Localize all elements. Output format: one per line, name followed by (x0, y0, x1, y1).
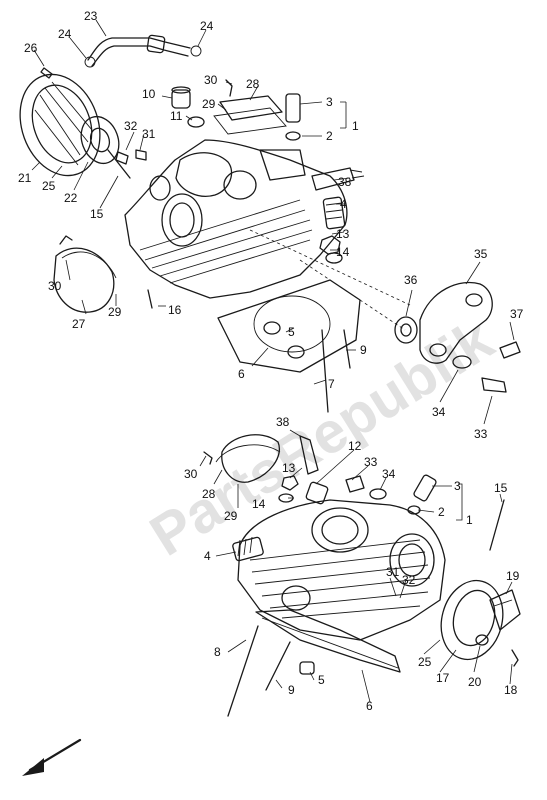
callout-16: 16 (168, 303, 182, 317)
callout-6: 6 (238, 367, 245, 381)
callout-33: 33 (364, 455, 378, 469)
callout-29: 29 (108, 305, 122, 319)
callout-17: 17 (436, 671, 450, 685)
callout-2: 2 (326, 129, 333, 143)
callout-28: 28 (246, 77, 260, 91)
leader-lines (31, 19, 515, 703)
callout-18: 18 (504, 683, 518, 697)
callout-32: 32 (402, 573, 416, 587)
engine-mount-bracket (419, 281, 493, 364)
callout-19: 19 (506, 569, 520, 583)
callout-1: 1 (466, 513, 473, 527)
callout-9: 9 (360, 343, 367, 357)
callout-12: 12 (348, 439, 362, 453)
callout-32: 32 (124, 119, 138, 133)
callout-23: 23 (84, 9, 98, 23)
side-cover (53, 247, 115, 313)
right-valve-cover (440, 579, 504, 661)
callout-25: 25 (418, 655, 432, 669)
callout-14: 14 (252, 497, 266, 511)
callout-29: 29 (224, 509, 238, 523)
callout-24: 24 (200, 19, 214, 33)
callout-2: 2 (438, 505, 445, 519)
callout-5: 5 (288, 325, 295, 339)
callout-4: 4 (340, 197, 347, 211)
callout-20: 20 (468, 675, 482, 689)
callout-9: 9 (288, 683, 295, 697)
callout-34: 34 (432, 405, 446, 419)
callout-30: 30 (204, 73, 218, 87)
rear-valve-cover (221, 434, 280, 483)
callout-5: 5 (318, 673, 325, 687)
callout-29: 29 (202, 97, 216, 111)
callout-22: 22 (64, 191, 78, 205)
rear-head-gasket (255, 609, 401, 673)
callout-3: 3 (326, 95, 333, 109)
callout-6: 6 (366, 699, 373, 713)
callout-24: 24 (58, 27, 72, 41)
callout-38: 38 (338, 175, 352, 189)
callout-25: 25 (42, 179, 56, 193)
front-cylinder-head (124, 139, 348, 299)
callout-26: 26 (24, 41, 38, 55)
callout-30: 30 (48, 279, 62, 293)
front-head-gasket (217, 279, 361, 373)
callout-1: 1 (352, 119, 359, 133)
callout-15: 15 (494, 481, 508, 495)
upper-cylinder-head-assembly (19, 34, 521, 413)
callout-4: 4 (204, 549, 211, 563)
callout-14: 14 (336, 245, 350, 259)
left-valve-cover (19, 73, 101, 177)
callout-7: 7 (328, 377, 335, 391)
callout-28: 28 (202, 487, 216, 501)
callout-30: 30 (184, 467, 198, 481)
callout-33: 33 (474, 427, 488, 441)
callout-13: 13 (336, 227, 350, 241)
callout-34: 34 (382, 467, 396, 481)
breather-hose (87, 37, 191, 61)
callout-8: 8 (214, 645, 221, 659)
spark-plug (311, 167, 355, 191)
callout-38: 38 (276, 415, 290, 429)
callout-11: 11 (170, 109, 183, 123)
callout-3: 3 (454, 479, 461, 493)
rear-cylinder-head (237, 499, 446, 641)
callout-36: 36 (404, 273, 418, 287)
callout-31: 31 (386, 565, 400, 579)
callout-13: 13 (282, 461, 296, 475)
callout-21: 21 (18, 171, 32, 185)
valve-cover-plate (219, 95, 283, 121)
lower-cylinder-head-assembly (203, 434, 521, 717)
callout-27: 27 (72, 317, 86, 331)
callout-10: 10 (142, 87, 156, 101)
callout-labels: 23 24 24 26 30 28 10 29 11 3 2 1 32 31 2… (18, 9, 524, 713)
callout-35: 35 (474, 247, 488, 261)
callout-15: 15 (90, 207, 104, 221)
direction-arrow-icon (22, 738, 82, 776)
callout-31: 31 (142, 127, 156, 141)
callout-37: 37 (510, 307, 524, 321)
